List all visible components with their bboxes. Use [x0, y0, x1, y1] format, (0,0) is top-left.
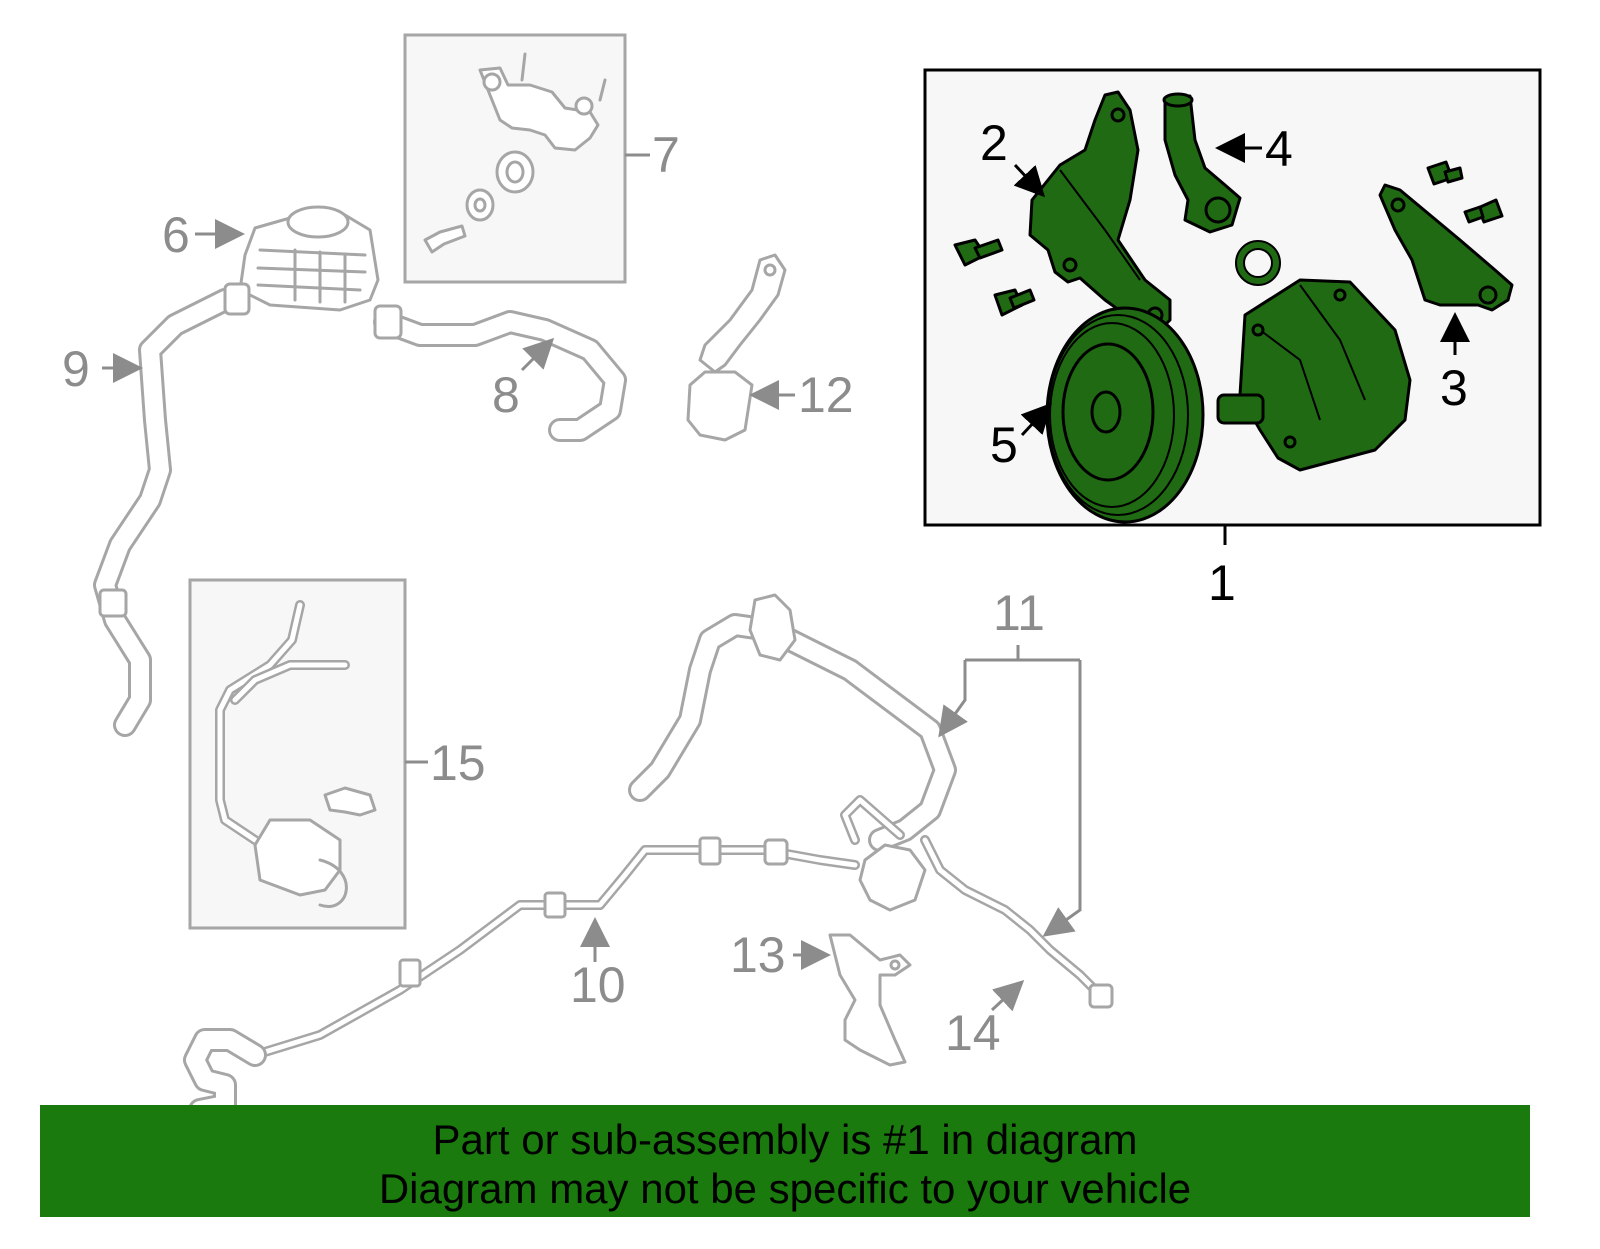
pulley-part [1045, 306, 1205, 524]
hose-bracket-part: 12 [686, 253, 854, 442]
pump-assembly-box: 2 4 3 5 1 [923, 68, 1542, 611]
pump-inlet-fitting-part [1162, 92, 1242, 234]
return-hose-part: 8 [373, 304, 627, 442]
callout-8: 8 [492, 367, 520, 423]
rear-bracket-part [1378, 183, 1514, 312]
bolt-part [953, 160, 1504, 317]
info-banner: Part or sub-assembly is #1 in diagram Di… [40, 1105, 1530, 1217]
cooler-assembly-box: 15 [188, 578, 486, 930]
callout-9: 9 [62, 341, 90, 397]
banner-line-2: Diagram may not be specific to your vehi… [378, 1165, 1192, 1212]
callout-6: 6 [162, 207, 190, 263]
callout-13: 13 [730, 927, 786, 983]
callout-12: 12 [798, 367, 854, 423]
return-line-part: 10 [183, 836, 860, 1122]
callout-3: 3 [1440, 360, 1468, 416]
supply-hose-part: 9 [62, 282, 251, 737]
callout-5: 5 [990, 417, 1018, 473]
pressure-line-label: 14 [945, 979, 1025, 1061]
pressure-hose-part: 11 [628, 585, 1114, 1009]
banner-line-1: Part or sub-assembly is #1 in diagram [432, 1116, 1138, 1163]
reservoir-part: 6 [162, 205, 380, 312]
callout-7: 7 [652, 127, 680, 183]
callout-2: 2 [980, 115, 1008, 171]
callout-11: 11 [993, 585, 1045, 641]
callout-14: 14 [945, 1005, 1001, 1061]
mount-hardware-box: 7 [403, 33, 680, 284]
line-bracket-part: 13 [730, 927, 912, 1067]
pump-body-part [1216, 278, 1412, 472]
callout-1: 1 [1208, 555, 1236, 611]
callout-4: 4 [1265, 121, 1293, 177]
callout-15: 15 [430, 735, 486, 791]
callout-10: 10 [570, 957, 626, 1013]
